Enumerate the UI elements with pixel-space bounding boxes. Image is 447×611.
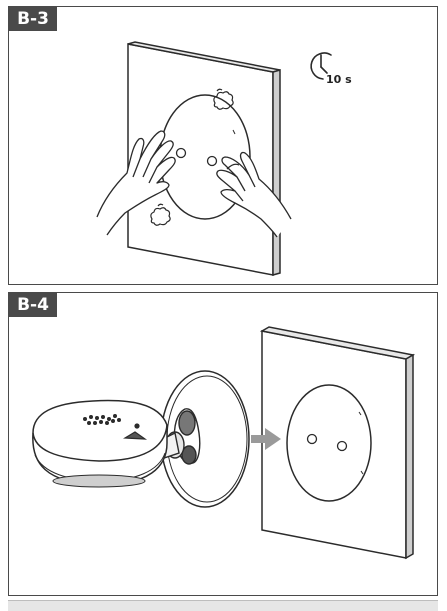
timer-icon xyxy=(310,52,332,80)
wall-screw-right xyxy=(336,440,348,452)
panel-b3: B-3 xyxy=(8,6,438,285)
timer-label: 10 s xyxy=(326,73,352,86)
screw-hole-right xyxy=(206,155,218,167)
b3-illustration: 10 s xyxy=(96,41,352,276)
step-label-b4: B-4 xyxy=(9,293,57,317)
wall-screw-left xyxy=(306,433,318,445)
next-panel-edge xyxy=(8,600,438,611)
dust-puff-top xyxy=(213,88,234,110)
direction-arrow xyxy=(251,428,281,450)
device-body xyxy=(32,399,168,488)
dust-puff-bottom xyxy=(150,203,171,226)
panel-b4: B-4 xyxy=(8,292,438,596)
speaker-grille xyxy=(83,414,121,425)
b4-illustration xyxy=(32,326,416,560)
device-button xyxy=(122,423,148,440)
mount-bracket xyxy=(158,408,201,465)
wall-mounting-disc xyxy=(286,384,372,502)
right-hand xyxy=(216,151,292,238)
screw-hole-left xyxy=(175,147,187,159)
left-hand xyxy=(96,130,176,236)
device-mount-plate xyxy=(160,370,250,508)
step-label-b3: B-3 xyxy=(9,7,57,31)
